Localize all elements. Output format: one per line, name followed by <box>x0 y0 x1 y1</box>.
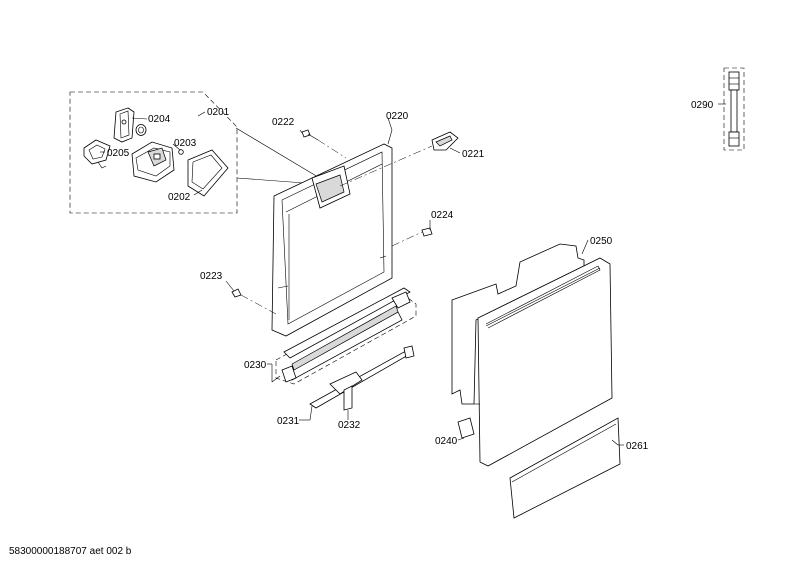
part-0230-bottom-rail <box>275 287 417 385</box>
part-0250-outer-panel <box>457 257 613 467</box>
label-0221: 0221 <box>462 149 485 160</box>
part-0220-inner-door <box>271 143 393 337</box>
part-0201-lock-assembly <box>131 141 184 183</box>
label-0261: 0261 <box>626 441 649 452</box>
label-0250: 0250 <box>590 236 613 247</box>
part-0202-plate <box>187 149 229 197</box>
part-0261-kick-plate <box>509 417 621 519</box>
part-labels: 0201 0204 0203 0205 0202 0222 0220 0221 … <box>107 100 714 452</box>
label-0203: 0203 <box>174 138 197 149</box>
label-0223: 0223 <box>200 271 223 282</box>
label-0204: 0204 <box>148 114 171 125</box>
label-0201: 0201 <box>207 107 230 118</box>
label-0231: 0231 <box>277 416 300 427</box>
part-0221-clip <box>339 131 459 187</box>
label-0224: 0224 <box>431 210 454 221</box>
part-0224-screw <box>391 227 433 247</box>
label-0290: 0290 <box>691 100 714 111</box>
label-0230: 0230 <box>244 360 267 371</box>
leader-lines <box>100 103 726 446</box>
label-0240: 0240 <box>435 436 458 447</box>
document-id-footer: 58300000188707 aet 002 b <box>9 546 132 557</box>
label-0220: 0220 <box>386 111 409 122</box>
part-0290-hose <box>723 67 745 151</box>
label-0232: 0232 <box>338 420 361 431</box>
label-0202: 0202 <box>168 192 191 203</box>
part-0240-insulation <box>451 243 585 405</box>
part-0232-bracket <box>329 371 363 411</box>
part-0223-screw <box>231 288 277 315</box>
label-0222: 0222 <box>272 117 295 128</box>
part-0222-screw <box>301 129 347 159</box>
label-0205: 0205 <box>107 148 130 159</box>
part-0205-switch <box>83 139 111 169</box>
part-0204-latch <box>113 107 147 143</box>
